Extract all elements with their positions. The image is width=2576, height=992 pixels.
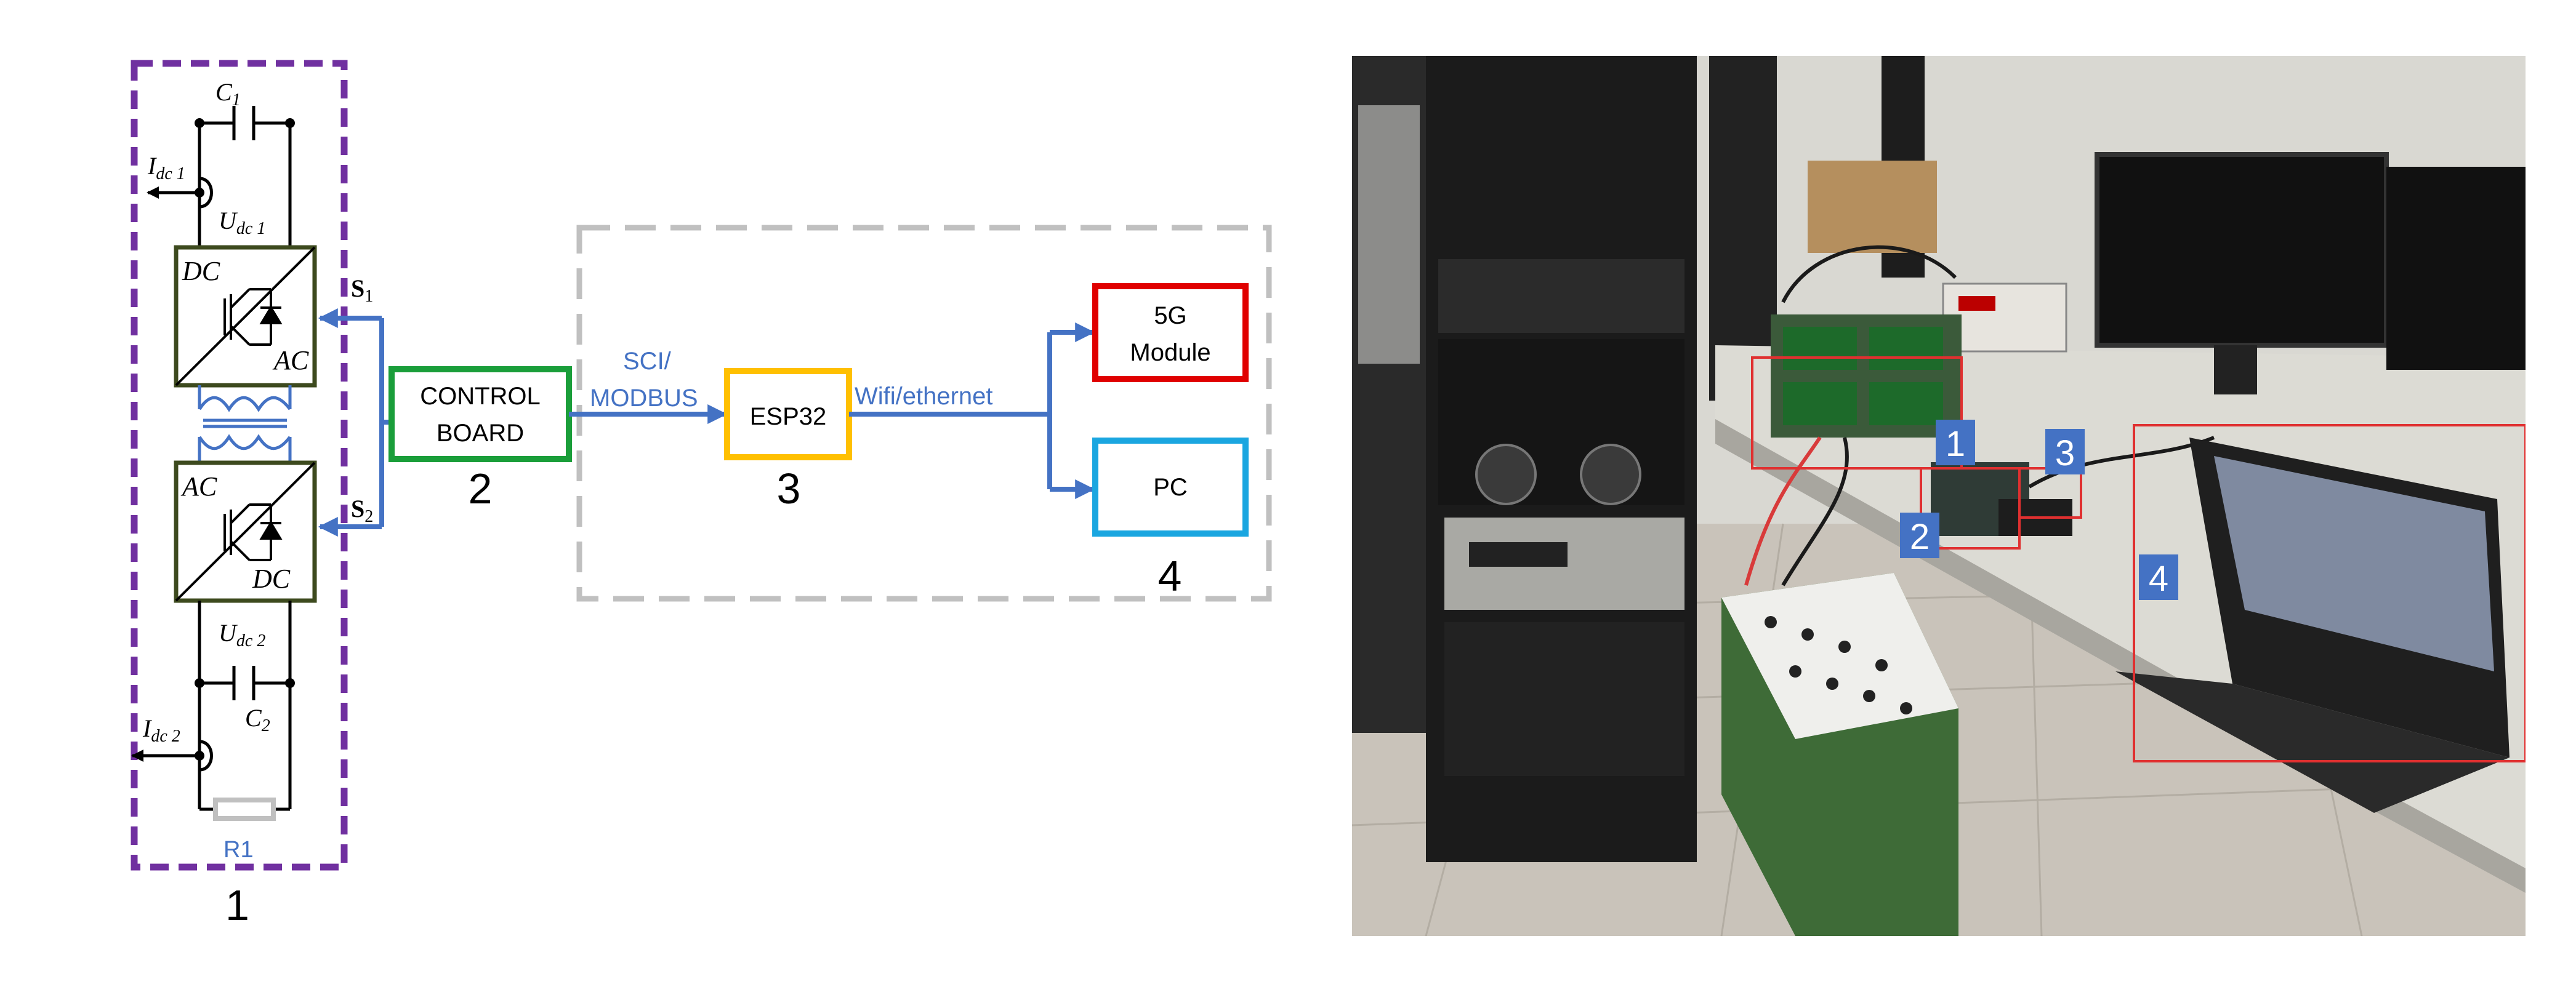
- photo-tag-3: 3: [2055, 433, 2075, 473]
- control-board-line2: BOARD: [437, 420, 524, 447]
- highlight-box-4: [2133, 424, 2526, 762]
- module-5g-line2: Module: [1130, 339, 1210, 366]
- dc-label-bottom: DC: [252, 564, 291, 594]
- pc-box: [1092, 438, 1249, 537]
- ac-label-top: AC: [272, 345, 309, 375]
- control-board-box: [388, 366, 572, 462]
- converter-block-boundary: [131, 60, 348, 871]
- sci-label: SCI/: [623, 348, 672, 375]
- r1-label: R1: [223, 837, 254, 863]
- wifi-ethernet-label: Wifi/ethernet: [855, 383, 993, 410]
- current-sensor-top: [147, 177, 213, 209]
- esp32-box: [724, 368, 852, 460]
- block-number-3: 3: [777, 465, 801, 513]
- dc-bus-bottom: [131, 601, 292, 811]
- highlight-box-1: [1751, 356, 1963, 470]
- converter-ac-dc: AC DC: [174, 460, 317, 603]
- transformer: [198, 385, 292, 463]
- c1-label: C1: [215, 78, 241, 110]
- capacitor-c1: [198, 106, 292, 252]
- module-5g-box: [1092, 283, 1249, 382]
- block-number-4: 4: [1158, 552, 1182, 600]
- module-5g-line1: 5G: [1154, 302, 1186, 329]
- photo-tag-2: 2: [1910, 517, 1930, 557]
- ac-label-bottom: AC: [180, 471, 217, 502]
- block-number-2: 2: [469, 465, 493, 513]
- idc1-label: Idc 1: [147, 152, 185, 183]
- pc-label: PC: [1153, 474, 1188, 501]
- control-board-line1: CONTROL: [420, 383, 541, 410]
- photo-tag-1: 1: [1946, 424, 1965, 464]
- udc2-label: Udc 2: [219, 619, 265, 650]
- converter-dc-ac: DC AC: [174, 245, 317, 388]
- s2-label: S2: [351, 495, 373, 526]
- wifi-ethernet-link: [849, 322, 1095, 499]
- block-number-1: 1: [225, 881, 249, 929]
- modbus-label: MODBUS: [590, 385, 698, 412]
- monitor: [2095, 152, 2389, 348]
- switching-signals: [318, 308, 392, 537]
- lab-setup-photo: 1 2 3 4: [1352, 56, 2526, 936]
- udc1-label: Udc 1: [219, 207, 265, 238]
- dc-label-top: DC: [182, 256, 220, 286]
- system-diagram: C1 Idc 1 Udc 1 DC AC: [131, 60, 1272, 929]
- esp32-label: ESP32: [750, 403, 827, 430]
- idc2-label: Idc 2: [142, 714, 180, 746]
- c2-label: C2: [245, 704, 270, 735]
- photo-tag-4: 4: [2149, 559, 2168, 599]
- resistor-r1: [213, 798, 276, 821]
- s1-label: S1: [351, 274, 373, 306]
